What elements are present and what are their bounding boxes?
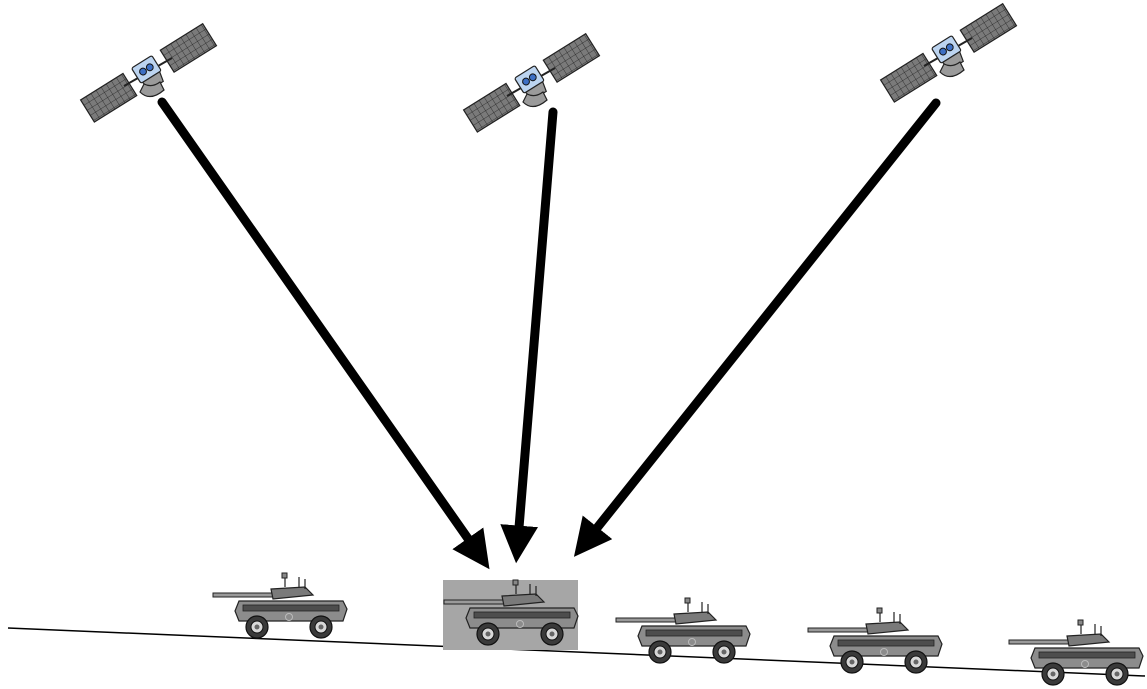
signal-arrow-right (573, 98, 941, 557)
signal-arrow-center (500, 107, 558, 564)
satellite-icon (879, 2, 1018, 104)
satellite-icon (462, 32, 601, 134)
ground-line (7, 627, 1146, 677)
armored-vehicle-icon (615, 597, 751, 664)
satellite-icon (79, 22, 218, 124)
armored-vehicle-icon (1008, 619, 1144, 686)
signal-arrow-left (157, 97, 490, 570)
armored-vehicle-icon (212, 572, 348, 639)
